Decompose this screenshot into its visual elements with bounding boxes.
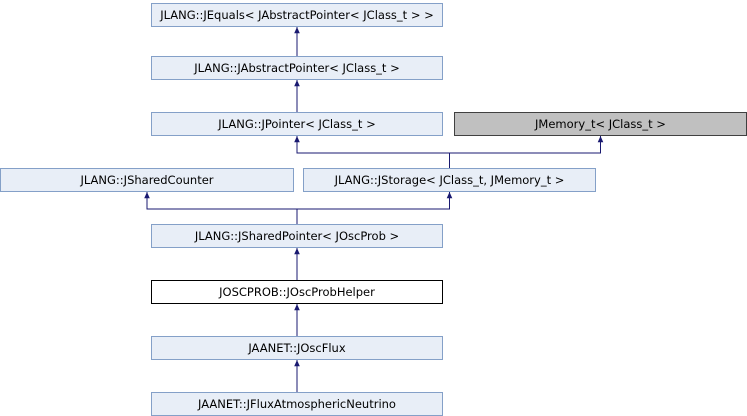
class-node-jmemory: JMemory_t< JClass_t > [454, 112, 747, 136]
inheritance-edge-jstorage-to-jmemory [449, 136, 604, 168]
class-node-label: JMemory_t< JClass_t > [535, 117, 666, 131]
class-node-jpointer[interactable]: JLANG::JPointer< JClass_t > [151, 112, 443, 136]
class-node-jsharedpointer[interactable]: JLANG::JSharedPointer< JOscProb > [151, 224, 443, 248]
class-node-jfluxatm[interactable]: JAANET::JFluxAtmosphericNeutrino [151, 392, 443, 416]
inheritance-edge-jstorage-to-jpointer [294, 136, 450, 168]
class-node-label: JLANG::JSharedCounter [80, 173, 214, 187]
class-node-jequals[interactable]: JLANG::JEquals< JAbstractPointer< JClass… [151, 3, 443, 27]
class-node-label: JAANET::JFluxAtmosphericNeutrino [198, 397, 396, 411]
class-node-label: JOSCPROB::JOscProbHelper [219, 285, 375, 299]
inheritance-edge-jsharedpointer-to-jstorage [296, 192, 453, 224]
class-node-label: JLANG::JStorage< JClass_t, JMemory_t > [334, 173, 565, 187]
class-node-label: JLANG::JAbstractPointer< JClass_t > [194, 61, 400, 75]
class-node-label: JLANG::JSharedPointer< JOscProb > [194, 229, 400, 243]
class-node-label: JLANG::JEquals< JAbstractPointer< JClass… [160, 8, 434, 22]
class-node-jsharedcounter[interactable]: JLANG::JSharedCounter [0, 168, 294, 192]
class-node-label: JAANET::JOscFlux [248, 341, 346, 355]
class-node-jabstractpointer[interactable]: JLANG::JAbstractPointer< JClass_t > [151, 56, 443, 80]
class-node-joscprobhelper: JOSCPROB::JOscProbHelper [151, 280, 443, 304]
class-node-jstorage[interactable]: JLANG::JStorage< JClass_t, JMemory_t > [303, 168, 596, 192]
inheritance-edge-jsharedpointer-to-jsharedcounter [144, 192, 298, 224]
class-node-joscflux[interactable]: JAANET::JOscFlux [151, 336, 443, 360]
class-node-label: JLANG::JPointer< JClass_t > [218, 117, 376, 131]
